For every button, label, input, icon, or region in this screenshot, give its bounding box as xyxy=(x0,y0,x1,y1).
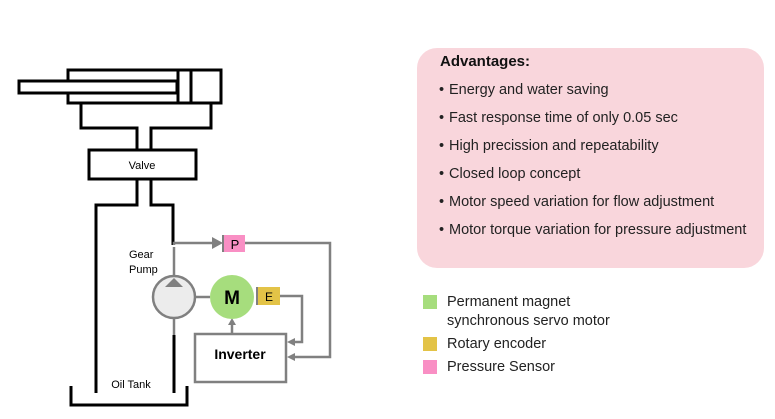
gear-pump-label: Gear xyxy=(129,249,154,261)
advantages-title: Advantages: xyxy=(440,53,531,70)
arrow-to-pressure-sensor xyxy=(212,237,223,249)
pressure-swatch-icon xyxy=(423,360,437,374)
legend-item-encoder: Rotary encoder xyxy=(423,335,647,354)
encoder-to-inverter-line xyxy=(280,294,304,344)
advantage-item: •Fast response time of only 0.05 sec xyxy=(439,110,678,126)
bullet-icon: • xyxy=(439,138,445,154)
bullet-icon: • xyxy=(439,166,445,182)
arrow-inverter-to-motor xyxy=(228,318,236,325)
cylinder-to-valve-lines xyxy=(79,103,213,150)
pressure-sensor-label: P xyxy=(231,237,240,252)
advantage-item: •Motor torque variation for pressure adj… xyxy=(439,222,747,238)
oil-tank xyxy=(69,386,189,407)
advantage-item: •Motor speed variation for flow adjustme… xyxy=(439,194,715,210)
oil-tank-label: Oil Tank xyxy=(111,379,151,391)
encoder-box xyxy=(256,287,280,305)
hydraulic-circuit-diagram: Valve Oil Tank P Gear Pump M E Inverter xyxy=(17,68,332,407)
advantages-panel: Advantages: •Energy and water saving •Fa… xyxy=(417,48,764,268)
pump-to-pressure-line xyxy=(172,241,212,245)
gear-pump-label-line2: Pump xyxy=(129,264,158,276)
bullet-icon: • xyxy=(439,82,445,98)
encoder-swatch-icon xyxy=(423,337,437,351)
legend-label: Permanent magnet synchronous servo motor xyxy=(447,294,610,329)
legend-item-motor: Permanent magnet synchronous servo motor xyxy=(423,293,647,331)
gear-pump xyxy=(151,274,197,320)
signal-lines xyxy=(172,241,332,359)
legend: Permanent magnet synchronous servo motor… xyxy=(423,293,647,381)
bullet-icon: • xyxy=(439,194,445,210)
advantage-item: •High precission and repeatability xyxy=(439,138,659,154)
encoder-label: E xyxy=(265,290,273,304)
pressure-sensor-box xyxy=(223,235,245,252)
valve-box xyxy=(87,148,198,181)
legend-item-pressure-sensor: Pressure Sensor xyxy=(423,358,647,377)
arrow-pressure-to-inverter xyxy=(287,353,295,361)
advantage-item: •Closed loop concept xyxy=(439,166,581,182)
advantage-item: •Energy and water saving xyxy=(439,82,609,98)
legend-label: Rotary encoder xyxy=(447,336,547,352)
advantages-list: •Energy and water saving •Fast response … xyxy=(439,81,759,249)
piston-rod xyxy=(17,79,179,95)
legend-label: Pressure Sensor xyxy=(447,359,555,375)
bullet-icon: • xyxy=(439,222,445,238)
pressure-to-inverter-line xyxy=(245,241,332,359)
servo-motor xyxy=(210,275,254,319)
bullet-icon: • xyxy=(439,110,445,126)
arrow-encoder-to-inverter xyxy=(287,338,295,346)
valve-to-tank-lines xyxy=(94,179,175,393)
valve-label: Valve xyxy=(129,160,156,172)
motor-swatch-icon xyxy=(423,295,437,309)
hydraulic-cylinder xyxy=(17,68,223,105)
arrowheads xyxy=(212,237,295,361)
motor-label: M xyxy=(224,288,240,309)
inverter-box xyxy=(193,332,288,384)
pump-direction-triangle xyxy=(165,278,183,287)
inverter-label: Inverter xyxy=(214,346,266,362)
